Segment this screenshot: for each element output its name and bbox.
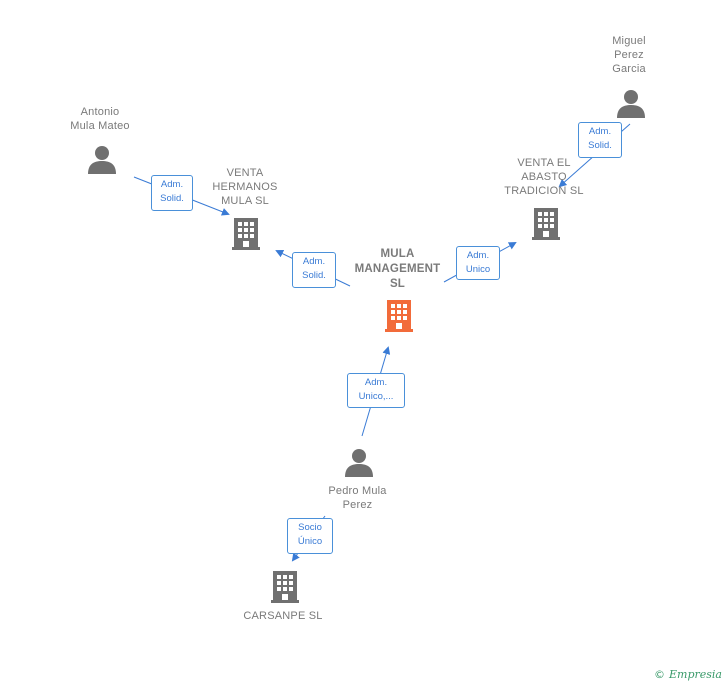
role-badge-antonio-venta-hermanos[interactable]: Adm. Solid. (151, 175, 193, 211)
node-label-pedro: Pedro Mula Perez (328, 485, 387, 511)
person-icon-miguel[interactable] (616, 88, 646, 118)
building-icon-venta-hermanos[interactable] (230, 216, 262, 250)
copyright-symbol: © (654, 668, 665, 681)
brand-name: Empresia (669, 668, 722, 681)
building-icon-mula-management[interactable] (383, 298, 415, 332)
building-icon-venta-abasto[interactable] (530, 206, 562, 240)
role-badge-mula-venta-abasto[interactable]: Adm. Unico (456, 246, 500, 280)
role-badge-pedro-mula[interactable]: Adm. Unico,... (347, 373, 405, 408)
person-icon-pedro[interactable] (344, 447, 374, 477)
brand-watermark: © Empresia (654, 668, 722, 681)
node-label-venta-abasto: VENTA EL ABASTO TRADICION SL (504, 157, 584, 197)
person-icon-antonio[interactable] (87, 144, 117, 174)
node-label-miguel: Miguel Perez Garcia (612, 35, 646, 75)
node-label-mula-management: MULA MANAGEMENT SL (354, 248, 441, 290)
building-icon-carsanpe[interactable] (269, 569, 301, 603)
role-badge-pedro-carsanpe[interactable]: Socio Único (287, 518, 333, 554)
node-label-carsanpe: CARSANPE SL (243, 610, 323, 622)
node-label-venta-hermanos: VENTA HERMANOS MULA SL (212, 167, 278, 207)
node-label-antonio: Antonio Mula Mateo (70, 106, 130, 132)
role-badge-mula-venta-hermanos[interactable]: Adm. Solid. (292, 252, 336, 288)
role-badge-miguel-venta-abasto[interactable]: Adm. Solid. (578, 122, 622, 158)
